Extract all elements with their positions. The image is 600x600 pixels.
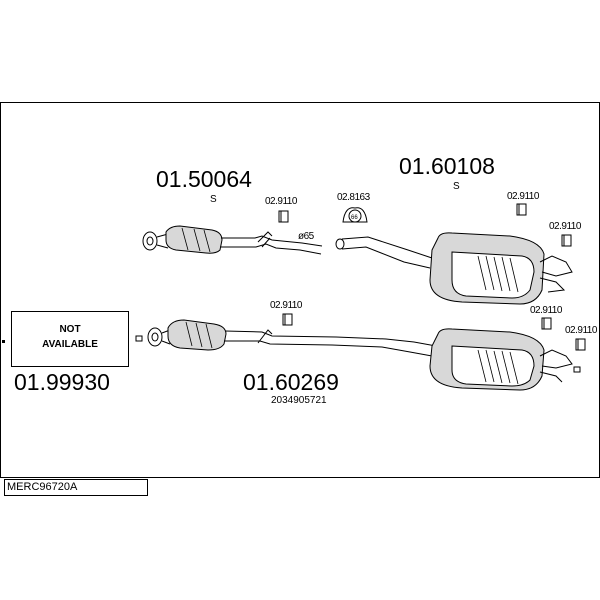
lower-clamp-rear-2-label: 02.9110 <box>565 325 598 336</box>
lower-oe-number: 2034905721 <box>271 395 327 406</box>
lower-front-flange <box>147 327 163 347</box>
upper-front-part-number: 01.50064 <box>156 166 252 192</box>
upper-clamp-rear-1-label: 02.9110 <box>507 191 540 202</box>
reference-code: MERC96720A <box>4 479 148 496</box>
upper-front-flange <box>142 231 158 251</box>
lower-clamp-rear-1-icon <box>541 317 552 330</box>
lower-clamp-front-label: 02.9110 <box>270 300 303 311</box>
upper-clamp-rear-1-icon <box>516 203 527 216</box>
lower-clamp-rear-1-label: 02.9110 <box>530 305 563 316</box>
pipe-diameter-label: ø65 <box>298 231 315 242</box>
frame-marker <box>2 340 5 343</box>
upper-front-pipe <box>220 231 323 255</box>
lower-front-silencer <box>161 319 227 351</box>
upper-rear-part-number: 01.60108 <box>399 153 495 179</box>
not-available-line-2: AVAILABLE <box>42 339 98 350</box>
upper-front-silencer <box>156 225 223 254</box>
lower-clamp-front-icon <box>282 313 293 326</box>
lower-tail-marker <box>573 366 581 373</box>
upper-rear-silencer <box>429 232 573 305</box>
lower-main-part-number: 01.60269 <box>243 369 339 395</box>
lower-main-pipe <box>224 329 437 357</box>
upper-clamp-rear-2-icon <box>561 234 572 247</box>
not-available-line-1: NOT <box>59 324 80 335</box>
upper-clamp-mid-icon <box>342 207 368 223</box>
upper-front-suffix: S <box>210 194 217 205</box>
lower-rear-silencer <box>429 328 573 391</box>
upper-clamp-front-icon <box>278 210 289 223</box>
lower-front-part-number: 01.99930 <box>14 369 110 395</box>
lower-clamp-rear-2-icon <box>575 338 586 351</box>
lower-front-clamp-marker <box>135 335 143 342</box>
upper-rear-suffix: S <box>453 181 460 192</box>
upper-rear-pipe <box>335 236 433 269</box>
upper-clamp-mid-label: 02.8163 <box>337 192 371 203</box>
upper-clamp-front-label: 02.9110 <box>265 196 298 207</box>
upper-clamp-mid-badge: 66 <box>351 215 358 221</box>
not-available-box <box>11 311 129 367</box>
upper-clamp-rear-2-label: 02.9110 <box>549 221 582 232</box>
